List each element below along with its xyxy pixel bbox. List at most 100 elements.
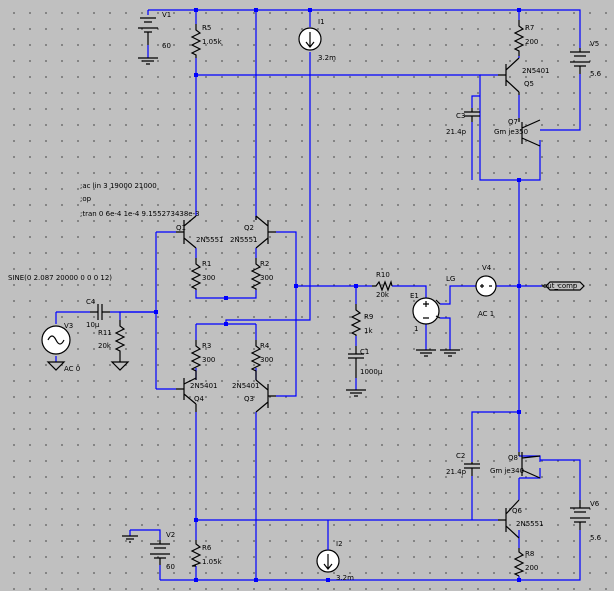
label-r10-name: R10 (376, 271, 390, 279)
label-r10-value: 20k (376, 291, 390, 299)
label-q7-name: Q7 (508, 118, 518, 126)
battery-v2[interactable] (150, 540, 170, 565)
resistor-r11[interactable] (114, 320, 126, 362)
label-q1-name: Q1 (176, 224, 186, 232)
label-r9-name: R9 (364, 313, 373, 321)
label-q8-model: Gm je340 (490, 467, 524, 475)
label-e1-name: E1 (410, 292, 419, 300)
wires (55, 9, 581, 581)
capacitor-c2[interactable] (464, 462, 480, 476)
label-r11-name: R11 (98, 329, 112, 337)
resistor-r7[interactable] (513, 20, 525, 56)
label-v3-value: AC 0 (64, 365, 80, 373)
label-c2-name: C2 (456, 452, 465, 460)
label-v2-value: 60 (166, 563, 175, 571)
label-c2-value: 21.4p (446, 468, 467, 476)
label-r11-value: 20k (98, 342, 112, 350)
label-r7-value: 200 (525, 38, 538, 46)
transistor-q2[interactable] (255, 215, 276, 249)
transistor-q3[interactable] (255, 379, 276, 413)
resistor-r9[interactable] (350, 304, 362, 336)
capacitor-c1[interactable] (348, 346, 364, 378)
ground-v3 (46, 361, 66, 371)
label-c4-value: 10µ (86, 321, 100, 329)
transistor-q7[interactable] (518, 118, 541, 147)
directive-tran: ;tran 0 6e-4 1e-4 9.155273438e-3 (80, 210, 200, 218)
label-r5-value: 1.05k (202, 38, 223, 46)
label-q4-model: 2N5401 (190, 382, 218, 390)
label-r8-value: 200 (525, 564, 538, 572)
label-c1-name: C1 (360, 348, 369, 356)
ground-e1 (416, 349, 436, 357)
resistor-r2[interactable] (250, 258, 262, 290)
label-r6-value: 1.05k (202, 558, 223, 566)
transistor-q4[interactable] (176, 377, 197, 412)
resistor-r4[interactable] (250, 340, 262, 380)
label-c3-name: C3 (456, 112, 465, 120)
transistor-q1[interactable] (176, 215, 197, 249)
label-v4-name: V4 (482, 264, 492, 272)
ground-r11 (110, 361, 130, 371)
label-r1-value: 300 (202, 274, 215, 282)
transistor-q6[interactable] (498, 499, 520, 539)
label-c4-name: C4 (86, 298, 96, 306)
battery-v5[interactable] (570, 48, 590, 74)
label-r3-value: 300 (202, 356, 215, 364)
label-r8-name: R8 (525, 550, 534, 558)
label-v3-name: V3 (64, 322, 73, 330)
directive-ac: ;ac lin 3 19000 21000 (80, 182, 157, 190)
label-e1-value: 1 (414, 325, 418, 333)
ground-e1b (440, 349, 460, 357)
resistor-r5[interactable] (190, 24, 202, 58)
label-r3-name: R3 (202, 342, 211, 350)
label-i2-value: 3.2m (336, 574, 354, 582)
transistor-q8[interactable] (518, 452, 541, 479)
current-source-i1[interactable] (298, 27, 322, 51)
resistor-r10[interactable] (372, 279, 393, 292)
current-source-i2[interactable] (316, 520, 340, 573)
label-r9-value: 1k (364, 327, 373, 335)
source-e1[interactable] (412, 297, 441, 325)
junctions (154, 8, 521, 582)
label-v5-name: V5 (590, 40, 599, 48)
resistor-r1[interactable] (190, 258, 202, 290)
label-v5-value: 5.6 (590, 70, 602, 78)
ground-c1 (346, 389, 366, 397)
source-v4[interactable] (475, 275, 497, 297)
label-r2-value: 300 (260, 274, 273, 282)
label-q5-name: Q5 (524, 80, 534, 88)
label-v6-name: V6 (590, 500, 600, 508)
capacitor-c3[interactable] (464, 108, 480, 122)
label-i2-name: I2 (336, 540, 343, 548)
label-r6-name: R6 (202, 544, 212, 552)
directive-op: ;op (80, 195, 92, 203)
ground-v2 (122, 535, 138, 543)
label-v2-name: V2 (166, 531, 175, 539)
label-r2-name: R2 (260, 260, 269, 268)
resistor-r3[interactable] (190, 340, 202, 380)
label-v6-value: 5.6 (590, 534, 602, 542)
label-q5-model: 2N5401 (522, 67, 550, 75)
label-v1-name: V1 (162, 11, 171, 19)
output-port-shape (542, 281, 585, 291)
battery-v1[interactable] (138, 17, 158, 65)
labels: V1 60 R5 1.05k I1 3.2m R7 200 V5 5.6 2N5… (8, 11, 602, 582)
output-port-label: out_comp (543, 282, 578, 290)
label-r4-name: R4 (260, 342, 270, 350)
label-q2-model: 2N5551 (230, 236, 258, 244)
transistor-q5[interactable] (498, 57, 520, 95)
resistor-r6[interactable] (190, 540, 202, 567)
label-lg: LG (446, 275, 455, 283)
resistor-r8[interactable] (513, 548, 525, 577)
battery-v6[interactable] (570, 500, 590, 530)
label-v4-value: AC 1 (478, 310, 494, 318)
label-q7-model: Gm je350 (494, 128, 528, 136)
label-q3-model: 2N5401 (232, 382, 260, 390)
capacitor-c4[interactable] (90, 304, 110, 320)
label-r7-name: R7 (525, 24, 534, 32)
source-v3[interactable] (41, 325, 71, 355)
label-v1-value: 60 (162, 42, 171, 50)
label-q8-name: Q8 (508, 454, 518, 462)
